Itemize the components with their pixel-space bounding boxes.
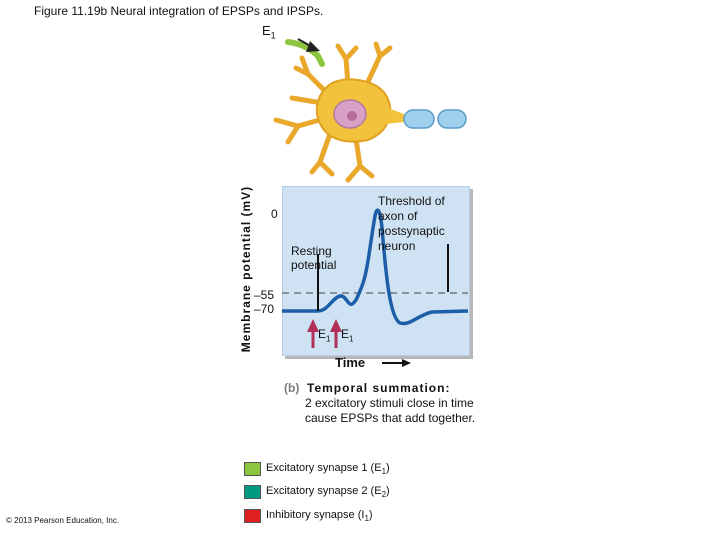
nucleolus: [347, 111, 357, 121]
stimulus-2-letter: E: [341, 327, 350, 341]
stimulus-2-subscript: 1: [349, 334, 354, 344]
legend-label-excitatory-2: Excitatory synapse 2 (E2): [266, 485, 390, 500]
stimulus-1-letter: E: [318, 327, 327, 341]
membrane-potential-plot: [282, 208, 469, 348]
y-tick-minus-55: –55: [254, 288, 275, 302]
axon-hillock: [386, 108, 404, 124]
figure-title: Figure 11.19b Neural integration of EPSP…: [34, 4, 324, 18]
y-tick-0: 0: [271, 207, 278, 221]
caption-body: 2 excitatory stimuli close in time cause…: [305, 396, 476, 425]
dendrites: [273, 41, 393, 183]
neuron-illustration: [273, 38, 467, 183]
y-tick-minus-70: –70: [254, 302, 275, 316]
stimulus-arrow-2-icon: [330, 319, 342, 348]
stimulus-2-label: E1: [341, 327, 353, 343]
stimulus-1-subscript: 1: [326, 334, 331, 344]
caption-title: Temporal summation:: [307, 381, 451, 395]
time-axis-label: Time: [335, 355, 366, 370]
myelin-sheath: [403, 109, 467, 129]
time-arrow-icon: [382, 359, 411, 367]
legend-swatch-excitatory-2: [244, 485, 261, 499]
legend-label-excitatory-1: Excitatory synapse 1 (E1): [266, 462, 390, 477]
neuron-input-label: E1: [262, 23, 276, 41]
membrane-potential-trace: [282, 208, 469, 326]
y-axis-label: Membrane potential (mV): [239, 185, 253, 353]
legend-swatch-excitatory-1: [244, 462, 261, 476]
legend-label-inhibitory: Inhibitory synapse (I1): [266, 509, 373, 524]
neuron-input-subscript: 1: [270, 30, 276, 41]
threshold-label: Threshold of axon of postsynaptic neuron: [378, 194, 445, 253]
neuron-input-letter: E: [262, 23, 271, 38]
legend-swatch-inhibitory: [244, 509, 261, 523]
caption-part-label: (b): [284, 381, 300, 395]
copyright-notice: © 2013 Pearson Education, Inc.: [6, 516, 120, 525]
input-axon: [285, 39, 325, 67]
stimulus-1-label: E1: [318, 327, 330, 343]
input-arrowhead-icon: [306, 41, 320, 52]
stimulus-arrow-1-icon: [307, 319, 319, 348]
resting-potential-label: Resting potential: [291, 244, 337, 272]
